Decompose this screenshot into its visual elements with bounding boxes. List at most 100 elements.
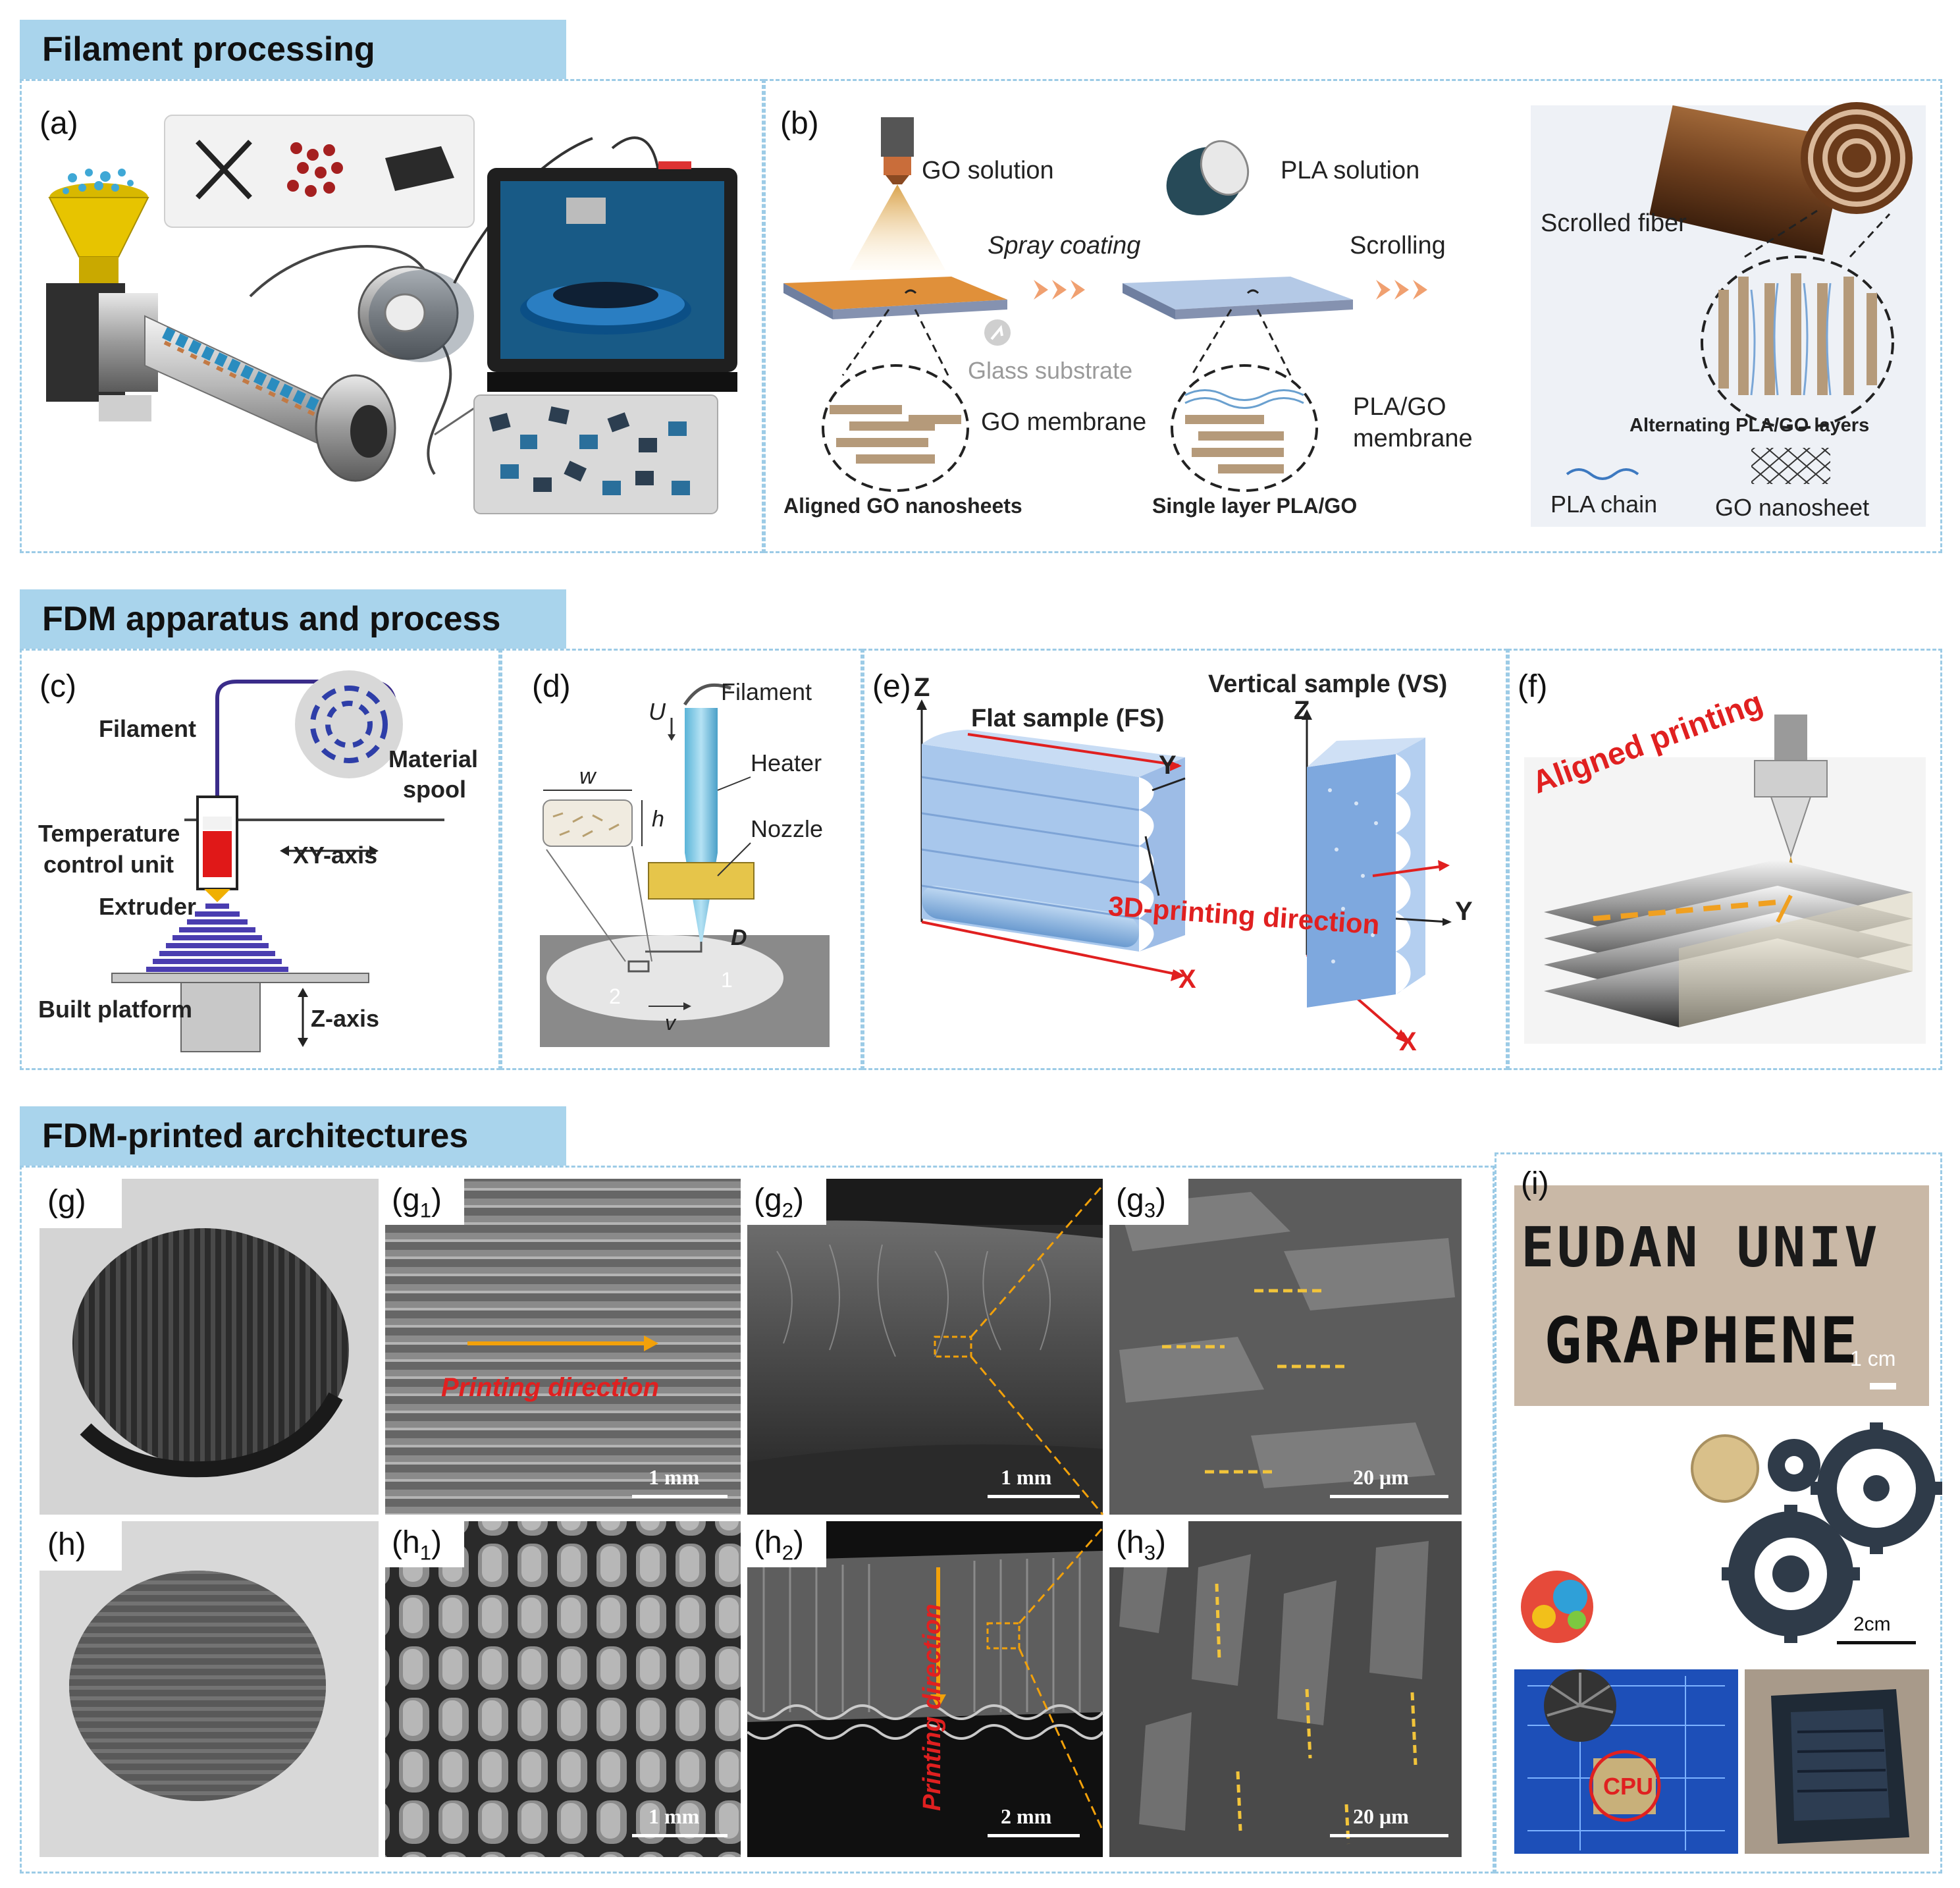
arrows-spray [1034,280,1427,300]
photo-cpu [1514,1669,1929,1854]
section-banner-architectures: FDM-printed architectures [20,1106,566,1166]
label-d-filament: Filament [721,678,812,705]
scale-g3: 20 μm [1353,1465,1409,1489]
pla-beaker [1166,140,1250,215]
label-pla-go-membrane-2: membrane [1353,425,1473,452]
pla-go-substrate [1123,277,1353,319]
tag-g [40,1179,122,1228]
label-go-nanosheet: GO nanosheet [1715,494,1870,521]
scalebar-h3 [1330,1834,1448,1837]
panel-label-f: (f) [1518,669,1548,704]
label-glass-substrate: Glass substrate [968,357,1133,384]
label-e-x2: X [1399,1027,1417,1056]
label-d-v: v [665,1011,675,1035]
photo-h [40,1521,379,1857]
scalebar-g2 [988,1495,1080,1498]
label-d-2: 2 [609,984,621,1008]
label-e-x1: X [1179,965,1196,994]
label-single-layer: Single layer PLA/GO [1152,494,1358,518]
scalebar-g3 [1330,1495,1448,1498]
label-d-nozzle: Nozzle [751,815,824,842]
go-substrate [783,277,1007,319]
panel-label-g1: (g1) [392,1183,442,1222]
frame-b [764,79,1942,553]
label-fudan: EUDAN UNIV [1521,1215,1880,1280]
sem-h2 [746,1521,1104,1857]
label-d-u: U [649,698,666,725]
panel-label-e: (e) [872,669,911,704]
sem-h1 [385,1521,741,1857]
scrolled-fiber-panel [1531,102,1926,527]
zoom-circle-2 [1171,309,1318,492]
scale-1cm: 1 cm [1850,1347,1896,1370]
scale-g2: 1 mm [1001,1465,1052,1489]
fdm-schematic [111,670,444,1052]
label-c-material-1: Material [388,745,479,772]
label-e-z1: Z [914,673,930,702]
label-scrolled-fiber: Scrolled fiber [1541,209,1687,237]
photo-gears [1514,1409,1942,1646]
label-go-solution: GO solution [922,157,1054,184]
panel-label-i: (i) [1521,1166,1549,1201]
frame-a [20,79,764,553]
label-c-xy-axis: XY-axis [293,842,378,869]
label-d-heater: Heater [751,749,822,776]
label-pla-chain: PLA chain [1550,491,1658,518]
label-spray-coating: Spray coating [988,232,1141,259]
frame-c [20,649,500,1070]
frame-d [500,649,862,1070]
label-alternating-layers: Alternating PLA/GO layers [1629,415,1870,436]
tag-h3 [1109,1521,1188,1567]
panel-label-h3: (h3) [1116,1525,1167,1565]
sem-g1 [385,1179,741,1515]
label-graphene: GRAPHENE [1544,1304,1859,1378]
frame-g [20,1166,1495,1874]
label-d-1: 1 [721,968,733,992]
label-pla-go-membrane-1: PLA/GO [1353,393,1446,421]
extruder-barrel [46,283,396,482]
scalebar-1cm [1870,1383,1896,1389]
scalebar-h2 [988,1834,1080,1837]
photo-letters [1514,1185,1929,1406]
3d-printer [487,161,737,392]
section-banner-filament: Filament processing [20,20,566,79]
panel-label-g3: (g3) [1116,1183,1167,1222]
tag-h2 [747,1521,826,1567]
scale-h3: 20 μm [1353,1804,1409,1828]
tag-h1 [385,1521,464,1567]
spray-nozzle [849,117,945,270]
label-aligned-go-nanosheets: Aligned GO nanosheets [783,494,1022,518]
scale-h1: 1 mm [649,1804,700,1828]
panel-label-h: (h) [47,1527,86,1562]
label-e-y2: Y [1455,897,1473,926]
sem-g3 [1109,1179,1462,1515]
label-cpu: CPU [1603,1773,1654,1800]
label-e-vertical: Vertical sample (VS) [1208,670,1448,698]
label-c-temp-2: control unit [43,851,174,878]
scale-2cm: 2cm [1853,1613,1891,1635]
label-d-D: D [731,925,747,950]
pellets-inset [434,394,718,514]
label-e-flat: Flat sample (FS) [971,705,1165,732]
label-go-membrane: GO membrane [981,408,1147,436]
tag-g2 [747,1179,826,1225]
label-c-temp-1: Temperature [38,820,180,847]
sem-g2 [747,1179,1104,1515]
scale-h2: 2 mm [1001,1804,1052,1828]
panel-label-h2: (h2) [754,1525,805,1565]
label-c-material-2: spool [403,776,466,803]
tag-g1 [385,1179,464,1225]
sem-h3 [1109,1521,1462,1857]
label-c-platform: Built platform [38,996,192,1023]
label-e-y1: Y [1159,751,1177,780]
zoom-circle-1 [822,309,969,492]
label-c-z-axis: Z-axis [311,1005,380,1032]
scalebar-g1 [632,1495,728,1498]
panel-label-b: (b) [780,106,819,141]
panel-label-c: (c) [40,669,76,704]
aligned-printing [1524,715,1926,1044]
extruder-hopper [48,169,149,283]
label-g1-printing-direction: Printing direction [441,1373,660,1402]
